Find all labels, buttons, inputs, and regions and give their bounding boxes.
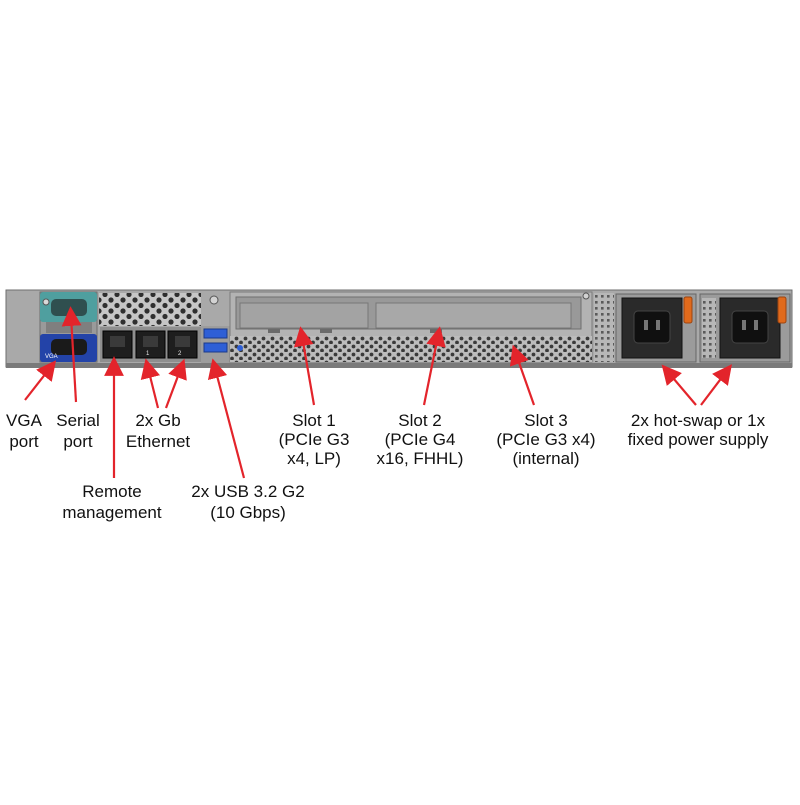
label-vga: VGA port: [6, 411, 43, 451]
center-vent-grille: [230, 336, 592, 362]
power-supply-2: [699, 293, 791, 363]
psu-1-release-handle[interactable]: [683, 296, 693, 324]
usb-port-2[interactable]: [203, 342, 228, 353]
psu-side-vent: [594, 293, 614, 362]
arrow-slot-3: [509, 344, 536, 406]
label-usb-line-2: (10 Gbps): [210, 503, 286, 522]
left-vent-grille: [99, 293, 201, 326]
label-slot2-line-3: x16, FHHL): [377, 449, 464, 468]
label-serial-line-2: port: [63, 432, 93, 451]
svg-text:2: 2: [178, 351, 182, 357]
label-psu-line-2: fixed power supply: [628, 430, 769, 449]
label-serial: Serial port: [56, 411, 99, 451]
arrow-vga: [24, 360, 57, 401]
arrow-slot-1: [293, 326, 316, 406]
arrow-slot-2: [422, 326, 446, 406]
ethernet-port-2[interactable]: 2: [167, 330, 198, 359]
label-usb: 2x USB 3.2 G2 (10 Gbps): [191, 482, 304, 522]
svg-text:1: 1: [146, 351, 150, 357]
left-screw: [42, 298, 50, 306]
ethernet-port-group: 1 2: [100, 327, 202, 362]
label-ethernet: 2x Gb Ethernet: [126, 411, 191, 451]
arrow-usb: [207, 358, 246, 479]
serial-connector[interactable]: [51, 299, 87, 316]
arrow-psu-1: [661, 364, 697, 406]
riser-screw: [209, 295, 219, 305]
label-slot1-line-1: Slot 1: [292, 411, 335, 430]
ethernet-port-1[interactable]: 1: [135, 330, 166, 359]
label-remote-line-1: Remote: [82, 482, 142, 501]
label-slot3-line-2: (PCIe G3 x4): [496, 430, 595, 449]
label-remote-line-2: management: [62, 503, 162, 522]
psu-2-power-inlet[interactable]: [731, 310, 769, 344]
usb-port-group: [201, 326, 230, 363]
callout-arrows: [24, 306, 732, 479]
label-slot1-line-3: x4, LP): [287, 449, 341, 468]
vga-connector[interactable]: [51, 339, 87, 355]
label-usb-line-1: 2x USB 3.2 G2: [191, 482, 304, 501]
label-vga-line-2: port: [9, 432, 39, 451]
vga-port-text: VGA: [45, 354, 58, 360]
vga-serial-block: VGA: [39, 291, 98, 363]
label-slot1-line-2: (PCIe G3: [279, 430, 350, 449]
slot-1-bracket[interactable]: [239, 302, 369, 329]
label-slot3-line-1: Slot 3: [524, 411, 567, 430]
slot-2-bracket[interactable]: [375, 302, 572, 329]
usb-port-1[interactable]: [203, 328, 228, 339]
psu-2-release-handle[interactable]: [777, 296, 787, 324]
psu-1-power-inlet[interactable]: [633, 310, 671, 344]
label-remote: Remote management: [62, 482, 162, 522]
label-psu-line-1: 2x hot-swap or 1x: [631, 411, 766, 430]
label-slot2-line-1: Slot 2: [398, 411, 441, 430]
arrow-ethernet-2: [164, 358, 187, 409]
label-slot3: Slot 3(PCIe G3 x4)(internal): [496, 411, 595, 468]
remote-management-port[interactable]: [102, 330, 133, 359]
label-serial-line-1: Serial: [56, 411, 99, 430]
label-ethernet-line-2: Ethernet: [126, 432, 191, 451]
id-led: [237, 345, 243, 351]
arrow-ethernet-1: [140, 358, 161, 409]
arrow-psu-2: [700, 364, 732, 406]
power-supply-1: [615, 293, 697, 363]
label-ethernet-line-1: 2x Gb: [135, 411, 180, 430]
label-slot3-line-3: (internal): [512, 449, 579, 468]
arrow-serial: [61, 306, 82, 403]
label-vga-line-1: VGA: [6, 411, 43, 430]
label-slot2-line-2: (PCIe G4: [385, 430, 456, 449]
